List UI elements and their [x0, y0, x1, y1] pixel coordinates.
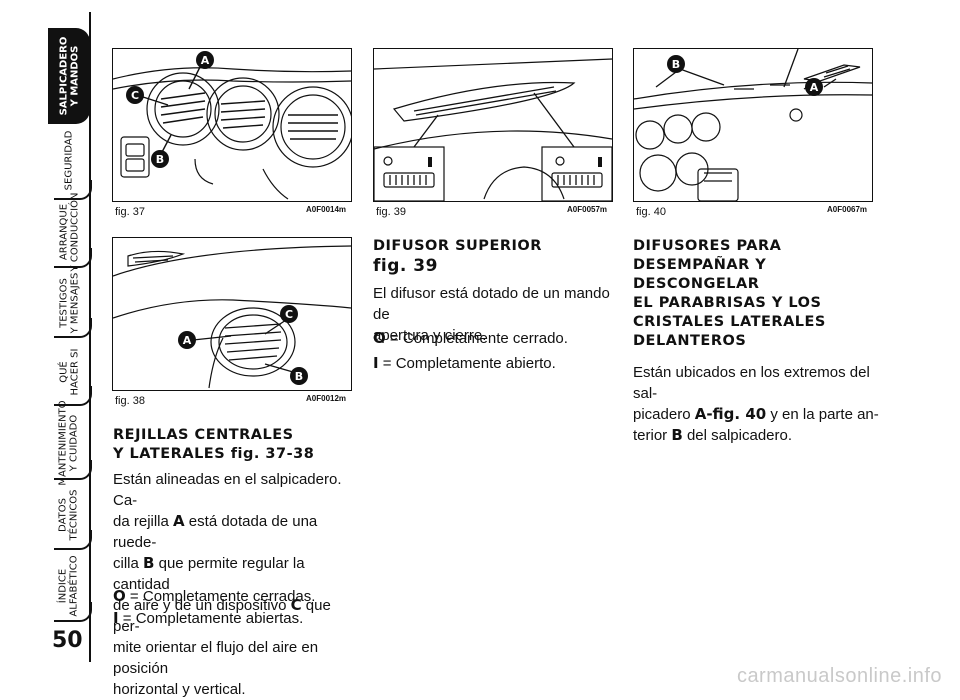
fig-39-label: fig. 39	[376, 206, 406, 218]
svg-text:B: B	[672, 58, 680, 71]
tab-divider	[54, 248, 92, 268]
figure-39	[373, 48, 613, 202]
section-heading-difusores: DIFUSORES PARA DESEMPAÑAR Y DESCONGELAR …	[633, 238, 826, 349]
fig-38-code: A0F0012m	[306, 394, 347, 403]
figure-40: B A	[633, 48, 873, 202]
rejillas-description: Están alineadas en el salpicadero. Ca- d…	[113, 471, 342, 698]
svg-text:B: B	[295, 370, 303, 383]
tab-seguridad[interactable]: SEGURIDAD	[63, 130, 75, 190]
svg-text:C: C	[285, 308, 293, 321]
tab-divider	[54, 318, 92, 338]
svg-text:A: A	[810, 81, 819, 94]
dashboard-defrost-illustration: B A	[634, 49, 872, 201]
tab-divider	[54, 180, 92, 200]
fig-37-label: fig. 37	[115, 206, 145, 218]
page-number: 50	[52, 628, 83, 653]
rejillas-open-legend: I = Completamente abiertas.	[113, 609, 304, 627]
figure-38: A C B	[112, 237, 352, 391]
figure-37: C A B	[112, 48, 352, 202]
fig-40-label: fig. 40	[636, 206, 666, 218]
fig-39-code: A0F0057m	[567, 205, 608, 214]
tab-divider	[54, 530, 92, 550]
watermark: carmanualsonline.info	[736, 665, 942, 687]
svg-text:A: A	[183, 334, 192, 347]
central-vents-illustration: C A B	[113, 51, 351, 200]
difusores-description: Están ubicados en los extremos del sal- …	[633, 364, 879, 444]
difusor-description: El difusor está dotado de un mando de ap…	[373, 285, 610, 344]
section-heading-difusor-superior: DIFUSOR SUPERIOR fig. 39	[373, 238, 542, 276]
tab-divider	[54, 386, 92, 406]
difusor-closed-legend: O = Completamente cerrado.	[373, 329, 568, 347]
upper-diffuser-illustration	[374, 58, 612, 201]
svg-text:C: C	[131, 89, 139, 102]
fig-38-label: fig. 38	[115, 395, 145, 407]
fig-40-code: A0F0067m	[827, 205, 868, 214]
rejillas-closed-legend: O = Completamente cerradas.	[113, 587, 316, 605]
svg-text:B: B	[156, 153, 164, 166]
svg-text:A: A	[201, 54, 210, 67]
tab-divider	[54, 460, 92, 480]
difusor-open-legend: I = Completamente abierto.	[373, 354, 556, 372]
side-vent-illustration: A C B	[113, 245, 351, 389]
sidebar-line	[89, 12, 91, 662]
section-heading-rejillas: REJILLAS CENTRALES Y LATERALES fig. 37-3…	[113, 427, 315, 462]
tab-divider	[54, 602, 92, 622]
fig-37-code: A0F0014m	[306, 205, 347, 214]
